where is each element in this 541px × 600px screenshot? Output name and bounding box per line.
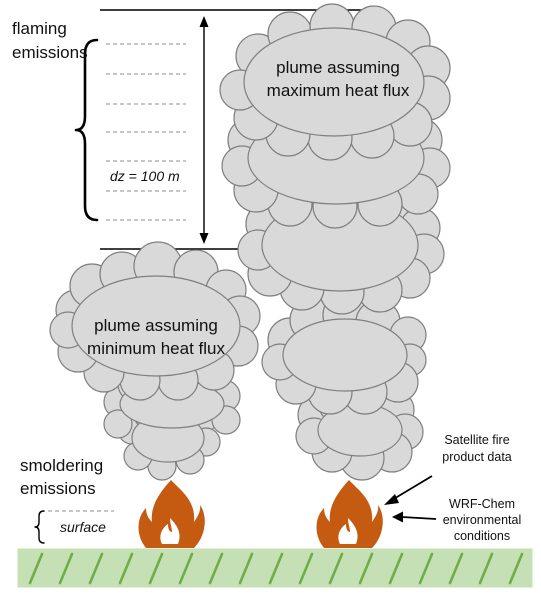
max-heat-flux-plume: [219, 3, 451, 481]
min-plume-label-line1: plume assuming: [94, 316, 218, 335]
min-plume-puff-2: [49, 241, 261, 401]
ground-stripe: [358, 552, 374, 585]
surface-brace: [34, 510, 45, 544]
min-plume-label-line2: minimum heat flux: [87, 339, 225, 358]
surface-label: surface: [60, 519, 106, 535]
dz-label: dz = 100 m: [110, 168, 180, 184]
ground-stripe: [508, 552, 524, 585]
ground-stripe: [298, 552, 314, 585]
satellite-arrow: [384, 475, 433, 505]
max-plume-label-line2: maximum heat flux: [267, 81, 410, 100]
flaming-label-line1: flaming: [12, 19, 67, 38]
ground-stripe: [208, 552, 224, 585]
layer-dashed-lines: [106, 43, 186, 221]
height-double-arrow: [199, 16, 209, 244]
flaming-label-line2: emissions: [12, 43, 88, 62]
wrf-label-line1: WRF-Chem: [449, 497, 515, 511]
ground-stripe: [88, 552, 104, 585]
max-plume-label-line1: plume assuming: [276, 58, 400, 77]
ground-stripe: [388, 552, 404, 585]
ground-stripe: [418, 552, 434, 585]
min-heat-flux-plume: [49, 241, 261, 481]
ground-stripe: [478, 552, 494, 585]
ground-stripe: [118, 552, 134, 585]
ground-stripe: [448, 552, 464, 585]
ground-stripe: [238, 552, 254, 585]
wrf-label-line2: environmental: [443, 513, 522, 527]
ground-stripe: [328, 552, 344, 585]
max-plume-puff-1: [219, 3, 451, 161]
wrf-label-line3: conditions: [454, 529, 510, 543]
satellite-label-line1: Satellite fire: [444, 433, 509, 447]
fire-icon-left: [138, 480, 205, 548]
ground-strip: [17, 548, 533, 588]
max-plume-puff-4: [261, 292, 427, 415]
ground-stripes: [28, 552, 524, 585]
ground-stripe: [148, 552, 164, 585]
flaming-emissions-brace: [74, 38, 99, 222]
wrf-chem-arrow: [392, 511, 437, 523]
ground-stripe: [268, 552, 284, 585]
ground-stripe: [178, 552, 194, 585]
ground-stripe: [28, 552, 44, 585]
smoldering-label-line2: emissions: [20, 479, 96, 498]
ground-stripe: [58, 552, 74, 585]
fire-icon-right: [316, 480, 383, 548]
satellite-label-line2: product data: [442, 450, 512, 464]
smoldering-label-line1: smoldering: [20, 456, 103, 475]
